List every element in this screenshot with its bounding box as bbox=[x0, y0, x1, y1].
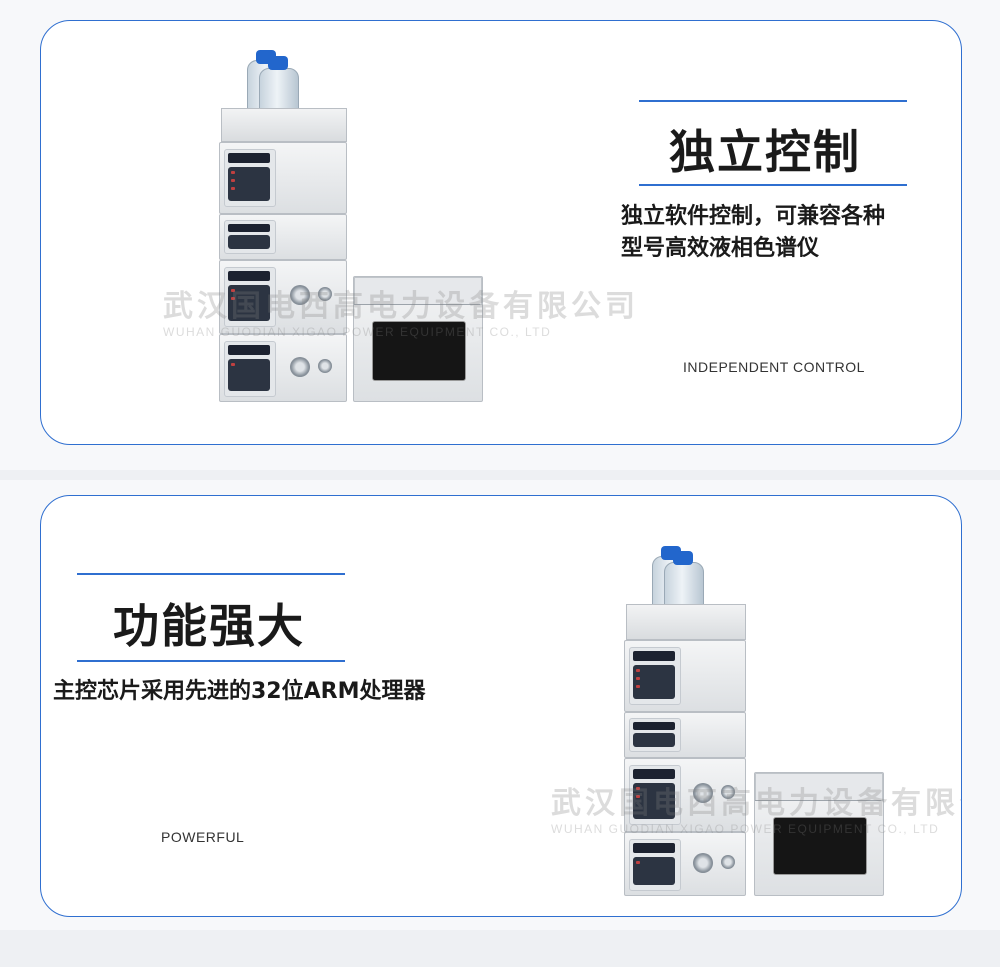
title-bottom-line bbox=[639, 184, 907, 186]
feature-title: 独立控制 bbox=[669, 125, 861, 179]
oven-window bbox=[773, 817, 867, 875]
column-oven-module bbox=[353, 276, 483, 402]
valve-knob-icon bbox=[693, 783, 713, 803]
oven-window bbox=[372, 321, 466, 381]
detector-module bbox=[219, 214, 347, 260]
hplc-instrument-image bbox=[219, 46, 519, 402]
title-top-line bbox=[77, 573, 345, 575]
feature-card-powerful: 功能强大 主控芯片采用先进的32位ARM处理器 POWERFUL bbox=[40, 495, 962, 917]
pump-module bbox=[219, 142, 347, 214]
pump-module-3 bbox=[624, 832, 746, 896]
feature-description-line2: 型号高效液相色谱仪 bbox=[621, 236, 820, 261]
hplc-instrument-image bbox=[624, 546, 924, 896]
pump-module-3 bbox=[219, 334, 347, 402]
title-bottom-line bbox=[77, 660, 345, 662]
pump-module-2 bbox=[624, 758, 746, 832]
pump-module-2 bbox=[219, 260, 347, 334]
feature-description: 主控芯片采用先进的32位ARM处理器 bbox=[53, 679, 426, 704]
solvent-tray bbox=[221, 108, 347, 142]
column-oven-module bbox=[754, 772, 884, 896]
feature-card-independent-control: 独立控制 独立软件控制，可兼容各种 型号高效液相色谱仪 INDEPENDENT … bbox=[40, 20, 962, 445]
valve-knob-icon bbox=[290, 285, 310, 305]
solvent-tray bbox=[626, 604, 746, 640]
feature-title: 功能强大 bbox=[113, 599, 305, 653]
detector-module bbox=[624, 712, 746, 758]
feature-description-line1: 独立软件控制，可兼容各种 bbox=[621, 204, 886, 229]
feature-english-label: POWERFUL bbox=[161, 829, 245, 845]
title-top-line bbox=[639, 100, 907, 102]
pump-module bbox=[624, 640, 746, 712]
feature-english-label: INDEPENDENT CONTROL bbox=[683, 359, 865, 375]
